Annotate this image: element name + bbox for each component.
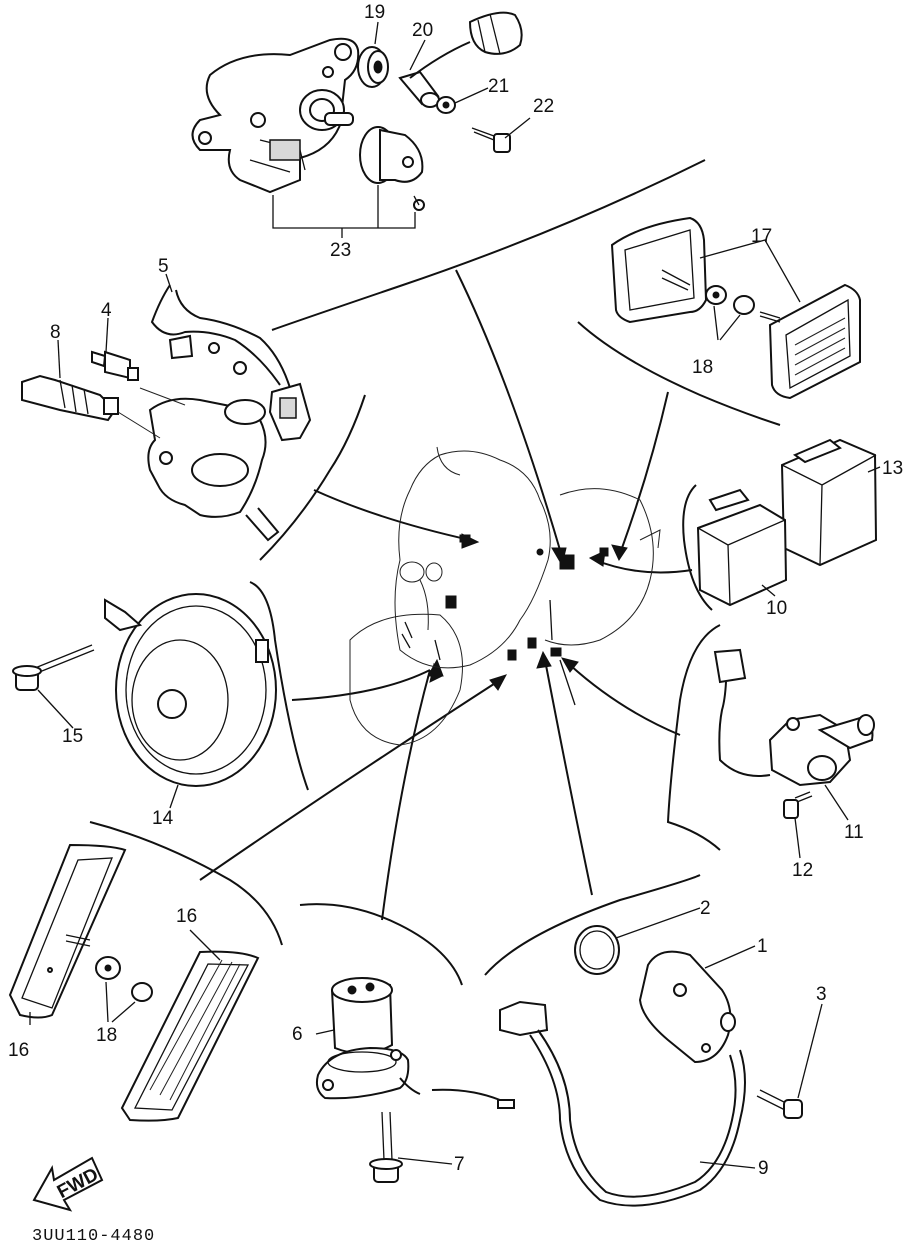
- gear-position-assembly: [191, 37, 360, 194]
- water-pump-housing: [117, 387, 280, 542]
- part-16-reflector-plate: [8, 843, 127, 1019]
- part-10-relay: [696, 488, 788, 607]
- part-1-sensor: [638, 950, 736, 1064]
- callout-8: 8: [50, 322, 61, 343]
- callout-7: 7: [454, 1154, 465, 1175]
- callout-17: 17: [751, 226, 772, 247]
- callout-21: 21: [488, 76, 509, 97]
- callout-numbers: 19 20 21 22 23 17 18 5 4 8 13 10 15 14 1…: [8, 2, 903, 1179]
- callout-6: 6: [292, 1024, 303, 1045]
- callout-3: 3: [816, 984, 827, 1005]
- callout-23: 23: [330, 240, 351, 261]
- callout-15: 15: [62, 726, 83, 747]
- callout-4: 4: [101, 300, 112, 321]
- connection-lines: [199, 269, 693, 921]
- section-dividers: [89, 159, 781, 986]
- part-14-horn: [104, 593, 277, 787]
- part-20-sensor-cable: [398, 11, 523, 108]
- callout-9: 9: [758, 1158, 769, 1179]
- callout-20: 20: [412, 20, 433, 41]
- leader-17: [699, 239, 801, 303]
- callout-10: 10: [766, 598, 787, 619]
- callout-18-bottom: 18: [96, 1025, 117, 1046]
- part-8-pressure-switch: [21, 374, 119, 422]
- part-6-switch: [315, 977, 515, 1109]
- part-2-o-ring: [574, 925, 620, 975]
- part-9-lead-wire: [499, 1000, 746, 1207]
- part-17-reflector-plate: [610, 216, 708, 324]
- fwd-arrow: FWD: [32, 1156, 104, 1212]
- part-19-collar: [357, 46, 389, 88]
- part-18-nuts-bottom: [95, 956, 153, 1023]
- part-5-wire-harness: [150, 284, 312, 442]
- part-15-horn-bolt: [12, 644, 95, 691]
- callout-13: 13: [882, 458, 903, 479]
- part-4-temp-sensor: [91, 350, 139, 381]
- part-13-relay: [780, 438, 878, 567]
- part-3-bolt: [756, 1089, 803, 1119]
- part-18-nuts-top: [705, 285, 755, 341]
- part-7-bolt: [369, 1111, 403, 1183]
- part-22-bolt: [471, 127, 511, 153]
- callout-18-top: 18: [692, 357, 713, 378]
- callout-12: 12: [792, 860, 813, 881]
- callout-14: 14: [152, 808, 174, 829]
- callout-16-right: 16: [176, 906, 197, 927]
- connection-arrowheads: [427, 533, 628, 691]
- part-11-sidestand-switch: [713, 648, 875, 787]
- part-16-reflector: [120, 950, 260, 1122]
- leader-16: [189, 929, 221, 961]
- callout-16-left: 16: [8, 1040, 29, 1061]
- callout-22: 22: [533, 96, 554, 117]
- callout-19: 19: [364, 2, 385, 23]
- part-17-reflector: [759, 283, 861, 400]
- callout-5: 5: [158, 256, 169, 277]
- callout-11: 11: [844, 822, 864, 843]
- part-12-bolt: [783, 791, 813, 819]
- part-21-washer: [436, 96, 456, 114]
- callout-leaders: [37, 21, 881, 1169]
- callout-2: 2: [700, 898, 711, 919]
- part-23-rotor-set: [272, 126, 425, 229]
- callout-1: 1: [757, 936, 768, 957]
- drawing-code: 3UU110-4480: [32, 1227, 155, 1245]
- frame-outline: [349, 446, 661, 746]
